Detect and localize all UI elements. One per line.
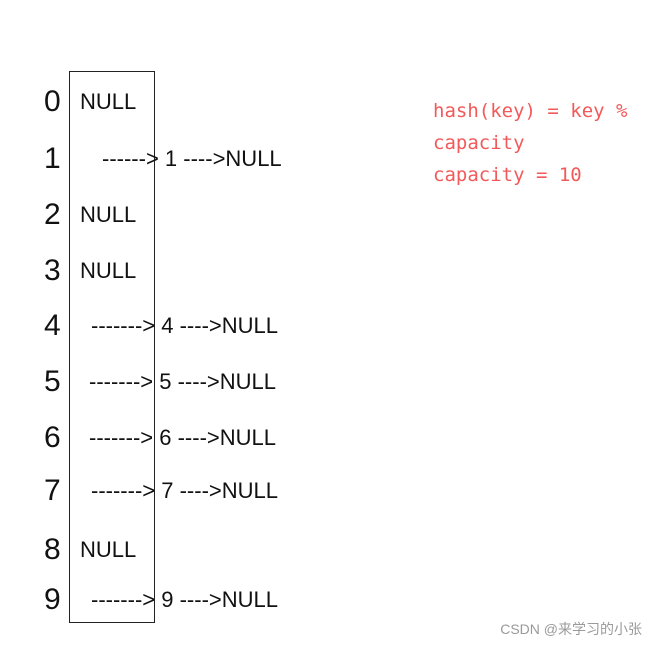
bucket-index: 4 — [44, 309, 61, 342]
bucket-index: 2 — [44, 198, 61, 231]
bucket-null: NULL — [80, 89, 137, 114]
bucket-null: NULL — [80, 537, 137, 562]
note-line: capacity = 10 — [433, 164, 582, 186]
chain-arrow: -------> 7 ---->NULL — [91, 478, 278, 503]
note-line: hash(key) = key % — [433, 100, 628, 122]
bucket-array-box — [69, 71, 155, 623]
bucket-null: NULL — [80, 202, 137, 227]
bucket-index: 9 — [44, 583, 61, 616]
bucket-row-2: 2 NULL — [0, 195, 657, 235]
bucket-index: 3 — [44, 254, 61, 287]
bucket-row-3: 3 NULL — [0, 251, 657, 291]
bucket-index: 6 — [44, 421, 61, 454]
chain-arrow: -------> 6 ---->NULL — [89, 425, 276, 450]
bucket-row-1: 1 ------> 1 ---->NULL — [0, 139, 657, 179]
bucket-row-0: 0 NULL — [0, 82, 657, 122]
bucket-row-8: 8 NULL — [0, 530, 657, 570]
chain-arrow: -------> 4 ---->NULL — [91, 313, 278, 338]
bucket-row-7: 7 -------> 7 ---->NULL — [0, 471, 657, 511]
watermark: CSDN @来学习的小张 — [500, 621, 642, 637]
bucket-row-5: 5 -------> 5 ---->NULL — [0, 362, 657, 402]
chain-arrow: -------> 5 ---->NULL — [89, 369, 276, 394]
note-line: capacity — [433, 132, 525, 154]
bucket-row-4: 4 -------> 4 ---->NULL — [0, 306, 657, 346]
bucket-index: 5 — [44, 365, 61, 398]
bucket-index: 0 — [44, 85, 61, 118]
bucket-row-9: 9 -------> 9 ---->NULL — [0, 580, 657, 620]
bucket-row-6: 6 -------> 6 ---->NULL — [0, 418, 657, 458]
bucket-null: NULL — [80, 258, 137, 283]
bucket-index: 8 — [44, 533, 61, 566]
bucket-index: 7 — [44, 474, 61, 507]
chain-arrow: ------> 1 ---->NULL — [102, 146, 282, 171]
hash-formula-note: hash(key) = key % capacity capacity = 10 — [433, 95, 657, 191]
bucket-index: 1 — [44, 142, 61, 175]
chain-arrow: -------> 9 ---->NULL — [91, 587, 278, 612]
